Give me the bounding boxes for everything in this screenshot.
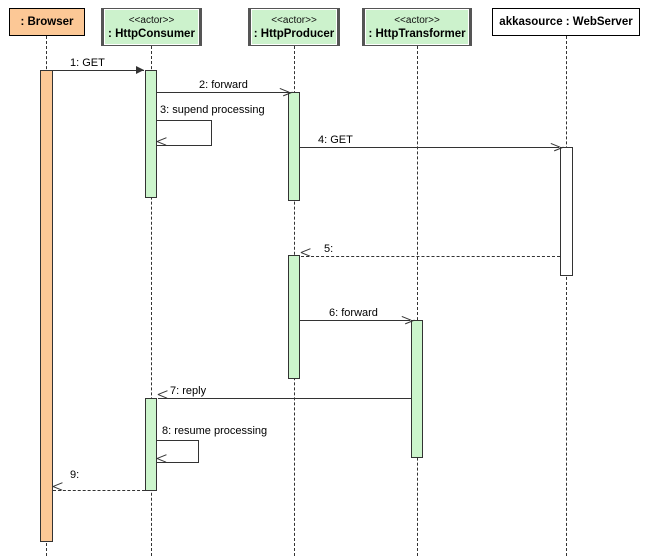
message-6-label: 6: forward — [329, 307, 378, 319]
message-8-arrowhead — [156, 454, 167, 467]
participant-webserver-name: akkasource : WebServer — [499, 16, 633, 28]
message-8-line-top — [157, 440, 199, 441]
activation-producer-1 — [288, 92, 300, 201]
participant-httpproducer-stereotype: <<actor>> — [271, 14, 317, 26]
activation-producer-2 — [288, 255, 300, 379]
message-5-line — [301, 256, 560, 257]
participant-httpconsumer-stereotype: <<actor>> — [128, 14, 175, 26]
message-2-arrowhead — [279, 88, 293, 97]
participant-browser[interactable]: : Browser — [9, 8, 85, 36]
activation-webserver-1 — [560, 147, 573, 276]
activation-consumer-2 — [145, 398, 157, 491]
participant-webserver[interactable]: akkasource : WebServer — [492, 8, 640, 36]
participant-httpproducer-name: : HttpProducer — [253, 27, 335, 40]
activation-transformer-1 — [411, 320, 423, 458]
message-1-line — [53, 70, 144, 71]
message-9-label: 9: — [70, 469, 80, 481]
message-2-line — [157, 92, 288, 93]
message-9-arrowhead — [52, 482, 63, 495]
message-3-line-right — [211, 120, 212, 145]
message-1-arrowhead — [136, 66, 144, 74]
lifeline-webserver — [566, 36, 567, 556]
participant-httptransformer[interactable]: <<actor>> : HttpTransformer — [364, 8, 470, 46]
message-6-arrowhead — [401, 316, 415, 325]
message-7-line — [158, 398, 411, 399]
message-6-line — [300, 320, 410, 321]
activation-consumer-1 — [145, 70, 157, 198]
participant-httptransformer-name: : HttpTransformer — [368, 27, 466, 40]
participant-httpconsumer-name: : HttpConsumer — [108, 27, 195, 40]
lifeline-consumer — [151, 46, 152, 556]
message-9-line — [53, 490, 145, 491]
message-5-label: 5: — [324, 243, 334, 255]
message-7-label: 7: reply — [170, 385, 207, 397]
message-8-line-bottom — [157, 462, 199, 463]
participant-browser-name: : Browser — [20, 16, 74, 28]
message-3-label: 3: supend processing — [160, 104, 265, 116]
message-4-arrowhead — [550, 143, 564, 152]
message-1-label: 1: GET — [70, 57, 105, 69]
message-7-arrowhead — [157, 390, 168, 403]
message-4-line — [300, 147, 559, 148]
message-3-arrowhead — [156, 137, 167, 150]
lifeline-transformer — [417, 46, 418, 556]
message-2-label: 2: forward — [199, 79, 248, 91]
participant-httptransformer-stereotype: <<actor>> — [394, 14, 440, 26]
message-4-label: 4: GET — [318, 134, 353, 146]
message-3-line-top — [157, 120, 212, 121]
participant-httpconsumer[interactable]: <<actor>> : HttpConsumer — [103, 8, 200, 46]
message-8-label: 8: resume processing — [162, 425, 268, 437]
activation-browser — [40, 70, 53, 542]
message-3-line-bottom — [157, 145, 212, 146]
participant-httpproducer[interactable]: <<actor>> : HttpProducer — [250, 8, 338, 46]
message-8-line-right — [198, 440, 199, 462]
message-5-arrowhead — [300, 248, 311, 261]
